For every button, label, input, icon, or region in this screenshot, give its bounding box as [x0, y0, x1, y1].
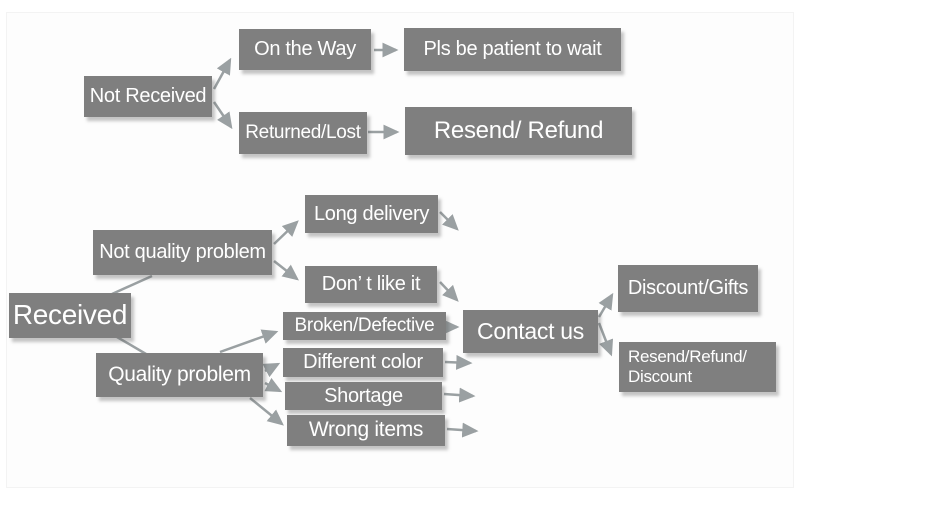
node-on-the-way: On the Way: [239, 29, 371, 70]
node-long-delivery: Long delivery: [305, 195, 438, 233]
node-quality-problem: Quality problem: [96, 353, 263, 397]
node-contact-us: Contact us: [463, 310, 598, 353]
node-not-quality-problem: Not quality problem: [93, 230, 272, 275]
node-returned-lost: Returned/Lost: [239, 112, 367, 154]
node-pls-be-patient-to-wait: Pls be patient to wait: [404, 28, 621, 71]
node-discount-gifts: Discount/Gifts: [618, 265, 758, 312]
node-broken-defective: Broken/Defective: [283, 312, 446, 340]
node-resend-refund: Resend/ Refund: [405, 107, 632, 155]
node-dont-like-it: Don’ t like it: [305, 266, 437, 303]
node-shortage: Shortage: [285, 382, 442, 410]
node-received: Received: [9, 293, 131, 338]
node-different-color: Different color: [283, 348, 443, 377]
node-wrong-items: Wrong items: [287, 415, 445, 446]
node-not-received: Not Received: [84, 76, 212, 117]
node-resend-refund-discount: Resend/Refund/ Discount: [619, 342, 776, 392]
